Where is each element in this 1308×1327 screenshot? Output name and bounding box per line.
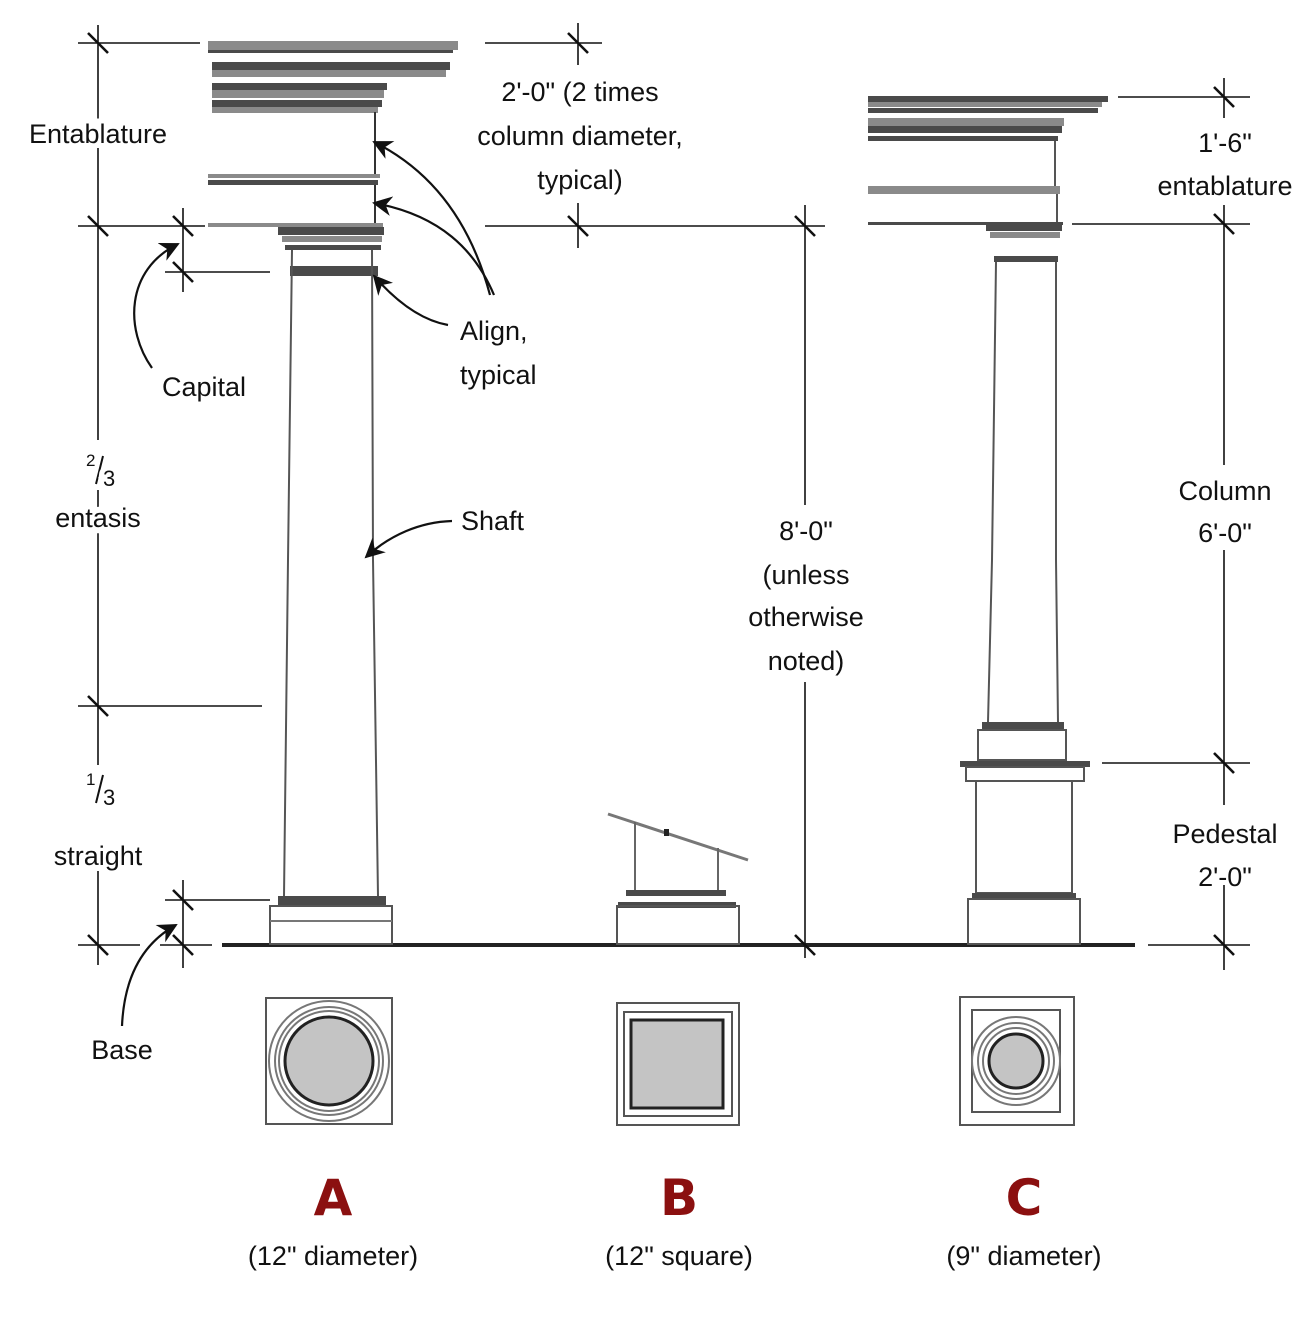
dimension-overall-height: [794, 205, 816, 958]
svg-text:(unless: (unless: [762, 560, 849, 590]
capital-arrow: [133, 242, 180, 369]
plan-c: [959, 996, 1075, 1126]
column-a-letter: A: [314, 1169, 353, 1227]
label-align: Align, typical: [460, 316, 537, 390]
svg-text:noted): noted): [768, 646, 845, 676]
plan-a: [265, 997, 393, 1125]
plan-b: [616, 1002, 740, 1126]
label-straight-fraction: 1 3: [76, 765, 120, 865]
label-c-pedestal: Pedestal 2'-0": [1172, 819, 1277, 892]
svg-text:2'-0" (2 times: 2'-0" (2 times: [501, 77, 658, 107]
align-arrow-1: [372, 141, 492, 296]
label-entasis-fraction: 2 3: [71, 440, 125, 496]
column-b-letter: B: [660, 1169, 698, 1227]
label-base: Base: [91, 1035, 153, 1065]
column-b-elevation: [607, 812, 749, 945]
svg-text:1'-6": 1'-6": [1198, 128, 1252, 158]
svg-text:2'-0": 2'-0": [1198, 862, 1252, 892]
column-c-pedestal: [960, 722, 1090, 945]
svg-text:column diameter,: column diameter,: [477, 121, 683, 151]
dimension-entablature-a: [485, 23, 825, 248]
svg-text:typical: typical: [460, 360, 537, 390]
column-a-entablature: [208, 41, 458, 227]
column-c-shaft: [987, 261, 1059, 723]
shaft-arrow: [364, 519, 453, 559]
label-straight: straight: [54, 841, 143, 871]
column-c-letter: C: [1006, 1169, 1043, 1227]
column-c-elevation: [868, 96, 1108, 945]
base-arrow: [120, 924, 178, 1027]
label-entasis: entasis: [55, 503, 141, 533]
svg-text:otherwise: otherwise: [748, 602, 864, 632]
label-entablature-height: 2'-0" (2 times column diameter, typical): [477, 77, 683, 195]
svg-text:1: 1: [86, 770, 95, 789]
label-shaft: Shaft: [461, 506, 525, 536]
label-overall-height: 8'-0" (unless otherwise noted): [748, 516, 864, 676]
svg-text:6'-0": 6'-0": [1198, 518, 1252, 548]
align-arrow-3: [372, 274, 449, 327]
column-c-entablature: [868, 96, 1108, 225]
column-c-capital: [986, 225, 1062, 262]
column-a-shaft: [283, 249, 379, 897]
column-a-capital: [278, 227, 384, 276]
svg-text:Pedestal: Pedestal: [1172, 819, 1277, 849]
label-c-entablature: 1'-6" entablature: [1157, 128, 1292, 201]
svg-text:3: 3: [103, 466, 115, 491]
svg-text:3: 3: [103, 785, 115, 810]
label-c-column: Column 6'-0": [1178, 476, 1271, 548]
dimension-lines-right: [1072, 78, 1250, 970]
svg-text:Align,: Align,: [460, 316, 528, 346]
svg-text:Column: Column: [1178, 476, 1271, 506]
svg-text:entablature: entablature: [1157, 171, 1292, 201]
svg-text:2: 2: [86, 451, 95, 470]
label-capital: Capital: [162, 372, 246, 402]
leader-arrows: [120, 141, 496, 1027]
column-c-caption: (9" diameter): [946, 1241, 1101, 1271]
align-arrow-2: [372, 196, 496, 296]
label-entablature: Entablature: [29, 119, 167, 149]
column-a-base: [269, 896, 393, 945]
column-b-caption: (12" square): [605, 1241, 753, 1271]
column-a-elevation: [208, 41, 458, 945]
svg-text:8'-0": 8'-0": [779, 516, 833, 546]
column-a-caption: (12" diameter): [248, 1241, 418, 1271]
svg-text:typical): typical): [537, 165, 623, 195]
